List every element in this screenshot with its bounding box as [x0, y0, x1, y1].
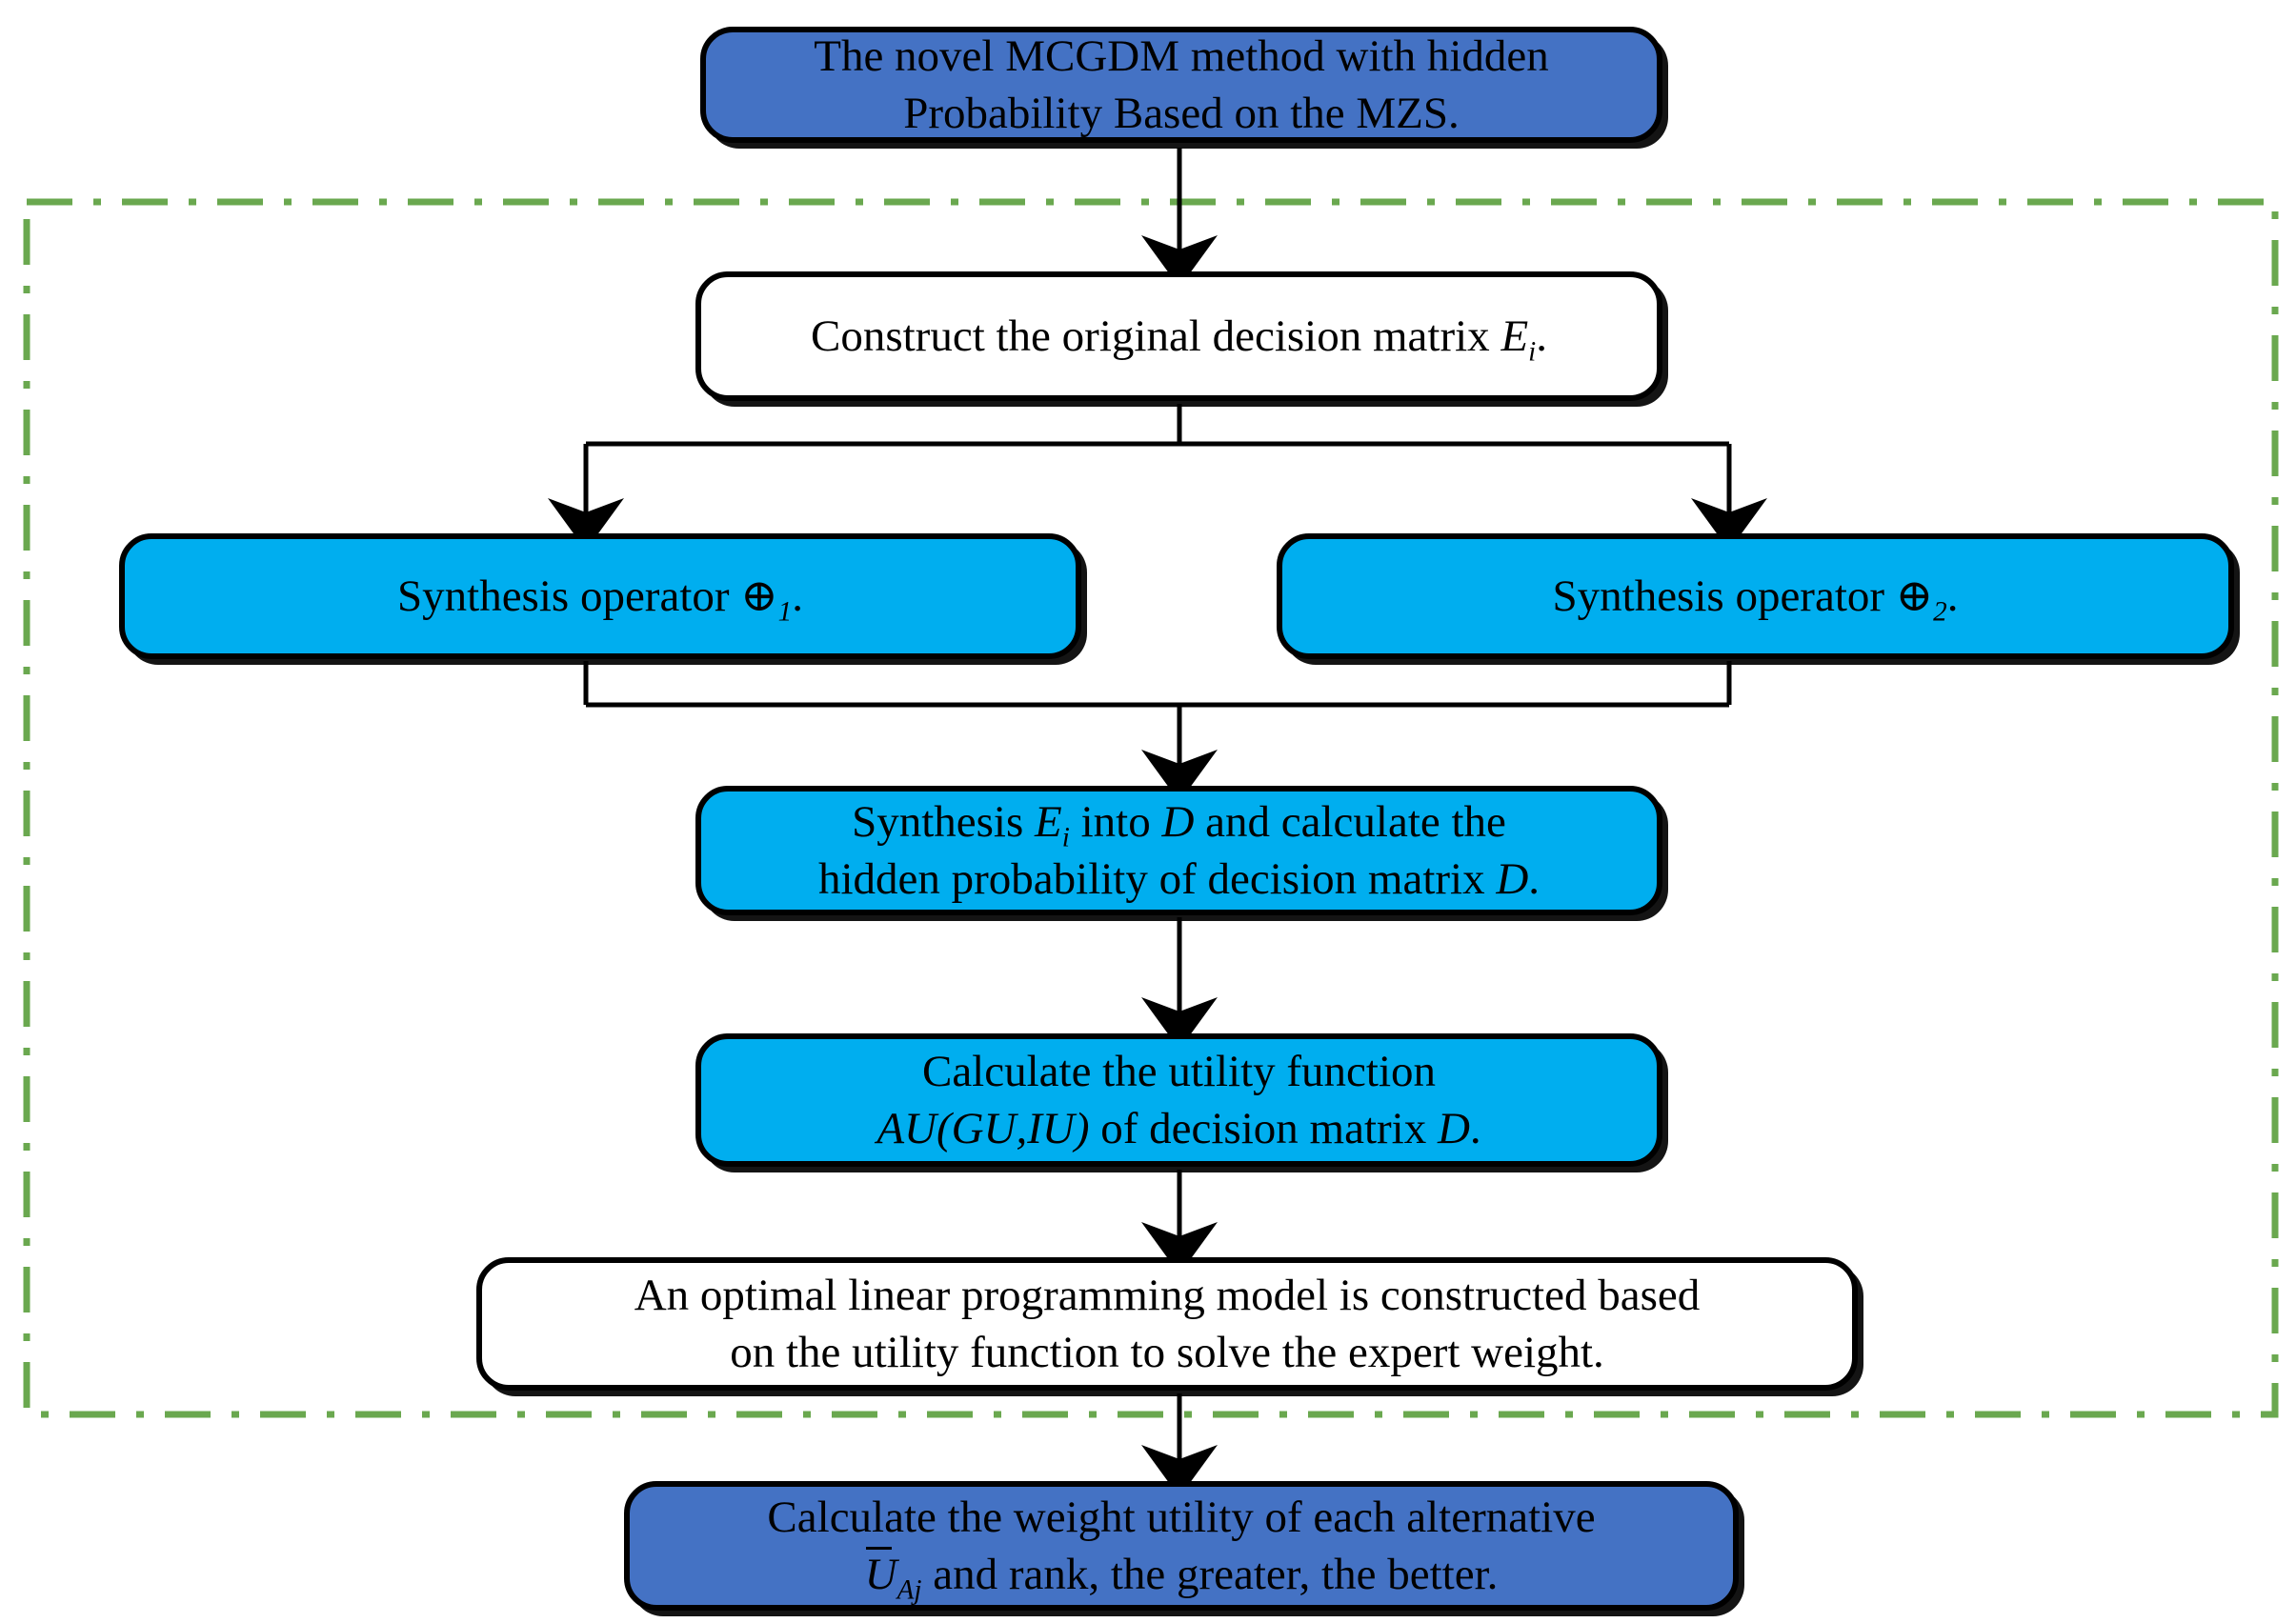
utility-symbol-d: D [1437, 1104, 1470, 1153]
node-linear-programming-model-text: An optimal linear programming model is c… [507, 1267, 1827, 1381]
node-synthesis-operator-2-text: Synthesis operator ⊕2. [1307, 568, 2204, 628]
synth-l2-period: . [1528, 854, 1541, 904]
node-title[interactable]: The novel MCGDM method with hidden Proba… [700, 27, 1662, 143]
rank-symbol-u-bar: U [864, 1550, 897, 1599]
node-synthesis-operator-2[interactable]: Synthesis operator ⊕2. [1277, 533, 2234, 659]
node-synthesis-operator-1-text: Synthesis operator ⊕1. [150, 568, 1051, 628]
matrix-symbol: E [1500, 311, 1529, 361]
op2-label: Synthesis operator [1552, 571, 1896, 621]
utility-l2-a: of decision matrix [1089, 1104, 1438, 1153]
synth-symbol-d: D [1161, 796, 1195, 847]
oplus-icon: ⊕ [1895, 571, 1934, 621]
op2-subscript: 2 [1933, 596, 1947, 628]
synth-symbol-d2: D [1496, 854, 1529, 904]
synth-symbol-e: E [1035, 796, 1062, 847]
matrix-period: . [1536, 311, 1547, 361]
node-synthesis-into-d-text: Synthesis Ei into D and calculate the hi… [726, 793, 1632, 908]
rank-l2-a: and rank, the greater, the better. [921, 1550, 1499, 1599]
op1-label: Synthesis operator [397, 571, 741, 621]
edge-ops-merge [583, 661, 1732, 802]
node-synthesis-operator-1[interactable]: Synthesis operator ⊕1. [119, 533, 1081, 659]
edge-matrix-split [548, 404, 1767, 551]
node-title-text: The novel MCGDM method with hidden Proba… [731, 28, 1632, 142]
matrix-label: Construct the original decision matrix [810, 311, 1501, 361]
rank-subscript-aj: Aj [896, 1574, 922, 1606]
op1-period: . [792, 571, 803, 621]
matrix-subscript: i [1528, 336, 1537, 368]
node-utility-function[interactable]: Calculate the utility function AU(GU,IU)… [695, 1033, 1662, 1167]
node-synthesis-into-d[interactable]: Synthesis Ei into D and calculate the hi… [695, 786, 1662, 915]
node-utility-function-text: Calculate the utility function AU(GU,IU)… [726, 1043, 1632, 1157]
synth-subscript-i: i [1061, 822, 1070, 853]
lp-line2: on the utility function to solve the exp… [730, 1328, 1604, 1377]
node-title-line2: Probability Based on the MZS. [903, 89, 1460, 138]
synth-l1-a: Synthesis [852, 796, 1036, 847]
synth-l1-b: into [1069, 796, 1162, 847]
utility-line1: Calculate the utility function [921, 1046, 1437, 1096]
oplus-icon: ⊕ [740, 571, 778, 621]
node-rank-alternatives-text: Calculate the weight utility of each alt… [655, 1489, 1708, 1606]
synth-l2-a: hidden probability of decision matrix [817, 854, 1497, 904]
utility-l2-period: . [1469, 1104, 1481, 1153]
lp-line1: An optimal linear programming model is c… [634, 1270, 1701, 1320]
rank-line1: Calculate the weight utility of each alt… [767, 1492, 1596, 1542]
node-title-line1: The novel MCGDM method with hidden [814, 30, 1549, 81]
node-linear-programming-model[interactable]: An optimal linear programming model is c… [476, 1257, 1858, 1391]
synth-l1-c: and calculate the [1194, 796, 1506, 847]
utility-symbol-au: AU(GU,IU) [876, 1104, 1090, 1153]
node-construct-matrix-text: Construct the original decision matrix E… [726, 308, 1632, 368]
op2-period: . [1946, 571, 1959, 621]
op1-subscript: 1 [777, 596, 793, 628]
node-construct-matrix[interactable]: Construct the original decision matrix E… [695, 271, 1662, 401]
node-rank-alternatives[interactable]: Calculate the weight utility of each alt… [624, 1481, 1739, 1611]
